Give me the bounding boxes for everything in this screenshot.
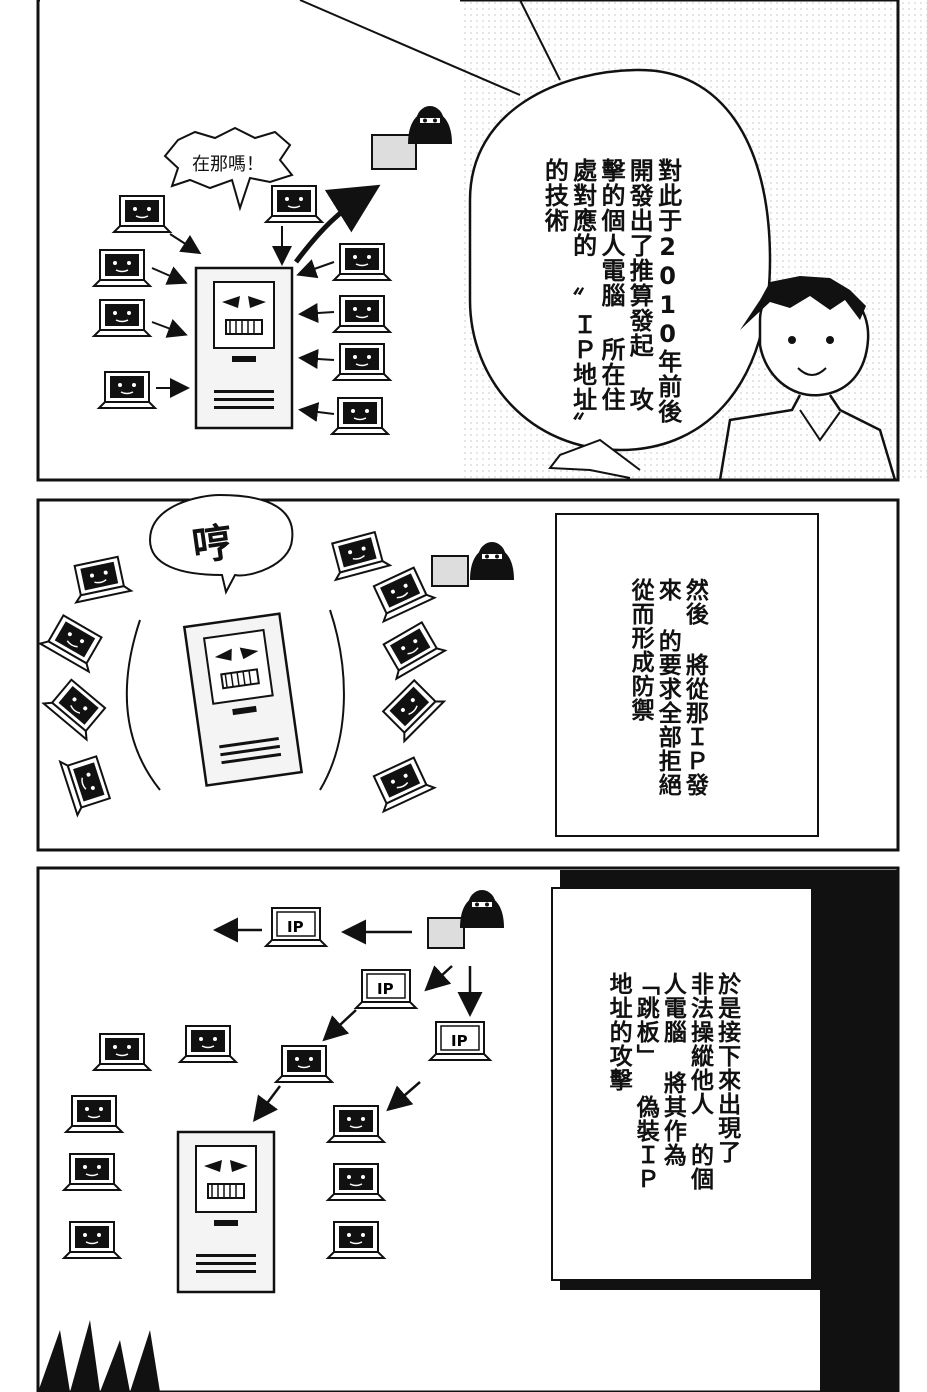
attack-arrows [151,226,335,422]
laptop-icon [98,371,156,409]
narration-line: 將其作為「跳板」 [632,972,686,1167]
server-icon [183,612,303,787]
narration-line: 然後 [681,578,708,626]
character-boy [548,276,897,481]
laptop-icon [179,1025,237,1063]
laptop-icon [65,1095,123,1133]
narration-line: 非法操縱他人 [686,972,713,1116]
narration-line: 將從那ＩＰ發來 [654,578,708,797]
panel-1-border [36,0,900,482]
laptop-icon [63,1153,121,1191]
speech-line: 對此于2010年前後 [653,158,682,424]
sound-effect-hm: 哼 [189,519,236,571]
narration-line: 於是接下來出現了 [713,972,740,1164]
ip-label: IP [451,1032,468,1050]
laptop-icon [327,1163,385,1201]
bubble-tail [299,0,521,96]
speech-line: 攻擊的個人電腦 [596,158,654,412]
speech-line: 所在住處對應的 [568,158,625,412]
laptop-icon [333,343,391,381]
trace-arrow [294,184,381,264]
relay-arrows [213,917,483,1122]
small-jagged-bubble [163,126,294,212]
laptop-icon [265,185,323,223]
laptop-icon [93,299,151,337]
narration-line: 的個人電腦 [659,972,713,1191]
speech-bubble [468,68,772,452]
narration-2: 然後 將從那ＩＰ發來 的要求全部拒絕 從而形成防禦 [626,578,707,798]
hacker-laptop [431,555,469,587]
narration-line: 偽裝ＩＰ地址的攻擊 [605,972,659,1191]
laptop-icon [93,1033,151,1071]
laptop-icon [93,249,151,287]
server-icon [194,266,294,430]
laptop-icon [327,1221,385,1259]
laptop-icon [331,397,389,435]
speech-line: 〞ＩＰ地址〞的技術 [540,158,597,425]
hm-bubble [148,493,294,595]
ip-label: IP [377,980,394,998]
ip-label: IP [287,918,304,936]
laptop-icon [327,1105,385,1143]
narration-line: 從而形成防禦 [627,578,654,722]
narration-box-2 [555,513,819,837]
speech-line: 開發出了推算發起 [625,158,654,358]
small-bubble-text: 在那嗎！ [192,154,264,175]
speed-lines [38,1320,160,1392]
narration-line: 的要求全部拒絕 [654,629,681,797]
server-icon [176,1130,276,1294]
laptop-icon [63,1221,121,1259]
laptop-icon [275,1045,333,1083]
narration-box-3 [551,887,813,1281]
hacker-laptop [427,917,465,949]
narration-3: 於是接下來出現了 非法操縱他人 的個人電腦 將其作為「跳板」 偽裝ＩＰ地址的攻擊 [604,972,740,1212]
laptop-icon [333,295,391,333]
laptop-icon [113,195,171,233]
speech-text: 對此于2010年前後 開發出了推算發起 攻擊的個人電腦 所在住處對應的 〞ＩＰ地… [540,158,682,428]
laptop-icon [333,243,391,281]
